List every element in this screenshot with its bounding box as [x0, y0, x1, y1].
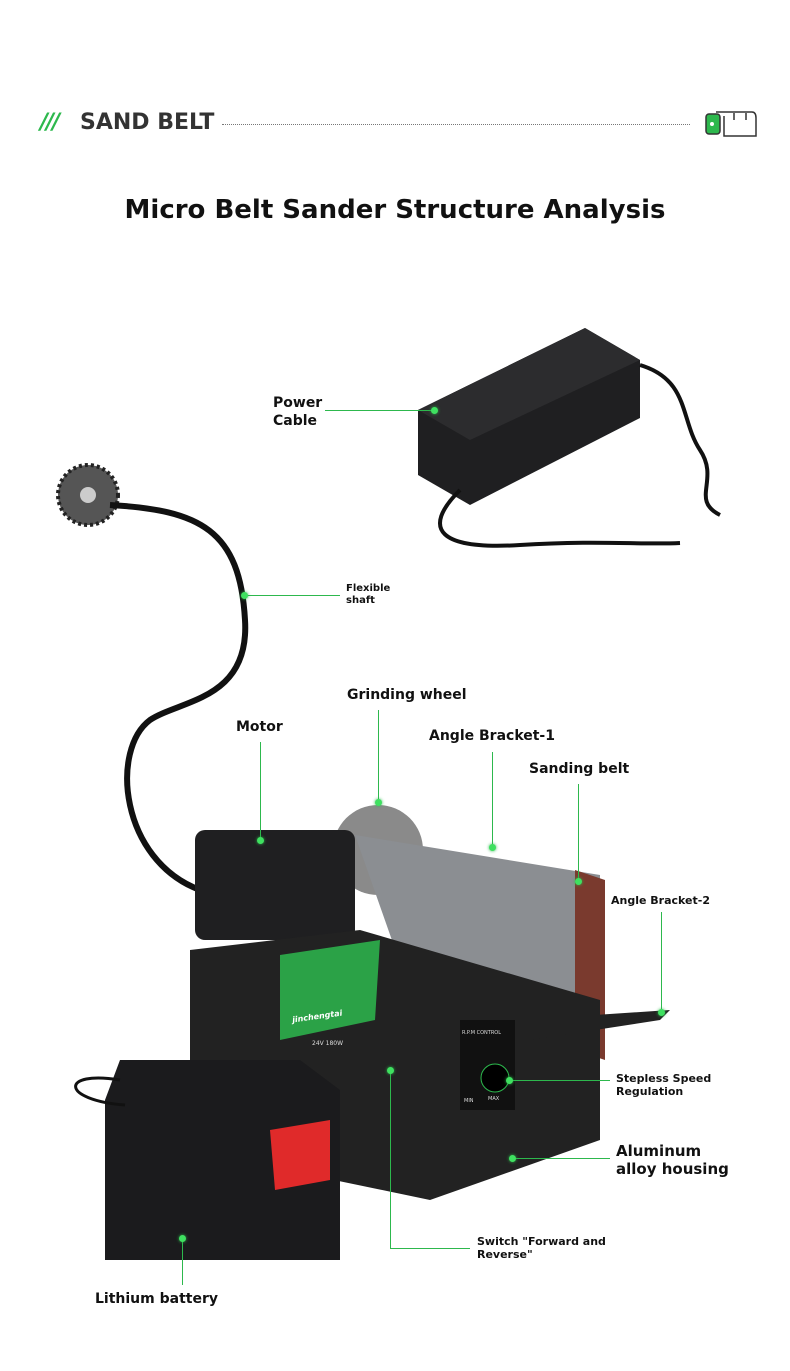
angle-bracket-2-marker [658, 1009, 665, 1016]
label-angle-bracket-2: Angle Bracket-2 [611, 894, 710, 907]
flexible-shaft-marker [241, 592, 248, 599]
spec-text: 24V 180W [312, 1040, 344, 1047]
motor-marker [257, 837, 264, 844]
housing-marker [509, 1155, 516, 1162]
product-illustration [56, 328, 721, 1260]
header-slashes: /// [40, 110, 60, 135]
label-stepless-speed: Stepless Speed Regulation [616, 1072, 712, 1098]
page-title: Micro Belt Sander Structure Analysis [124, 195, 666, 225]
label-flexible-shaft: Flexible shaft [346, 583, 391, 606]
grinding-wheel-marker [375, 799, 382, 806]
sand-belt-roll-icon [705, 111, 757, 137]
sanding-belt-marker [575, 878, 582, 885]
dial-label: R.P.M CONTROL [462, 1030, 502, 1036]
label-motor: Motor [236, 719, 283, 735]
power-cable-marker [431, 407, 438, 414]
speed-dial-marker [506, 1077, 513, 1084]
dial-max: MAX [488, 1096, 500, 1102]
label-aluminum-housing: Aluminum alloy housing [616, 1142, 729, 1178]
flexible-shaft [56, 463, 249, 893]
label-angle-bracket-1: Angle Bracket-1 [429, 728, 555, 744]
label-lithium-battery: Lithium battery [95, 1291, 218, 1307]
switch-marker [387, 1067, 394, 1074]
section-title: SAND BELT [80, 110, 215, 135]
power-adapter [418, 328, 721, 548]
battery-marker [179, 1235, 186, 1242]
label-power-cable: Power Cable [273, 395, 323, 429]
lithium-battery [74, 1060, 340, 1260]
angle-bracket-1-marker [489, 844, 496, 851]
label-grinding-wheel: Grinding wheel [347, 687, 467, 703]
header-divider [222, 124, 690, 125]
label-switch: Switch "Forward and Reverse" [477, 1235, 606, 1261]
dial-min: MIN [464, 1098, 474, 1104]
label-sanding-belt: Sanding belt [529, 761, 630, 777]
